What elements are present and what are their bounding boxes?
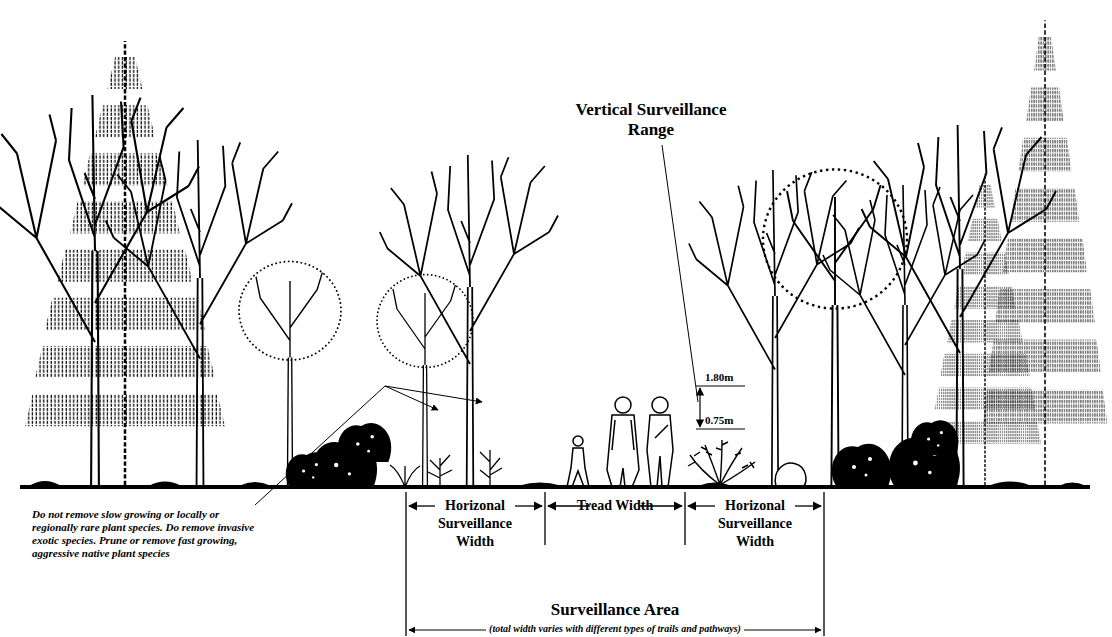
fern (688, 440, 755, 485)
leader-arrow (385, 386, 482, 402)
small-plant (390, 450, 502, 487)
dimension-arrow (688, 505, 715, 506)
dimension-value: 1.80m (705, 371, 733, 384)
walker-figure (615, 397, 631, 413)
dimension-tick (406, 492, 824, 636)
maintenance-note: Do not remove slow growing or locally or… (32, 508, 260, 560)
shrub (911, 420, 959, 455)
walker-figure (607, 415, 639, 487)
conifer-tree (25, 41, 225, 485)
dimension-label: Tread Width (570, 497, 660, 515)
leader-arrow (385, 386, 438, 410)
dimension-label: Horizonal Surveillance Width (420, 497, 530, 551)
ground-texture (30, 483, 1085, 488)
deciduous-tree (823, 185, 985, 485)
dimension-arrow (795, 505, 821, 506)
shrub (832, 444, 891, 487)
walker-figure (647, 415, 673, 487)
dimension-label: Horizonal Surveillance Width (700, 497, 810, 551)
deciduous-tree (380, 155, 558, 485)
deciduous-tree (862, 125, 1056, 485)
child-figure (567, 448, 589, 487)
dimension-title: Surveillance Area (551, 600, 680, 620)
leader-line (255, 386, 385, 505)
rock (775, 463, 806, 486)
deciduous-tree (0, 95, 199, 485)
deciduous-tree (689, 170, 859, 485)
dimension-arrow (699, 388, 700, 427)
conifer-tree (983, 20, 1108, 485)
walker-figure (652, 397, 668, 413)
dimension-note: (total width varies with different types… (486, 623, 744, 635)
dimension-arrow (409, 505, 435, 506)
dimension-tick (696, 386, 745, 429)
deciduous-tree (377, 275, 473, 485)
dimension-title: Vertical Surveillance Range (556, 100, 746, 140)
shrub (338, 423, 391, 462)
dimension-arrow (515, 505, 542, 506)
dimension-value: 0.75m (705, 414, 733, 427)
leader-line (662, 145, 698, 402)
deciduous-tree (106, 140, 292, 485)
child-figure (573, 436, 583, 446)
